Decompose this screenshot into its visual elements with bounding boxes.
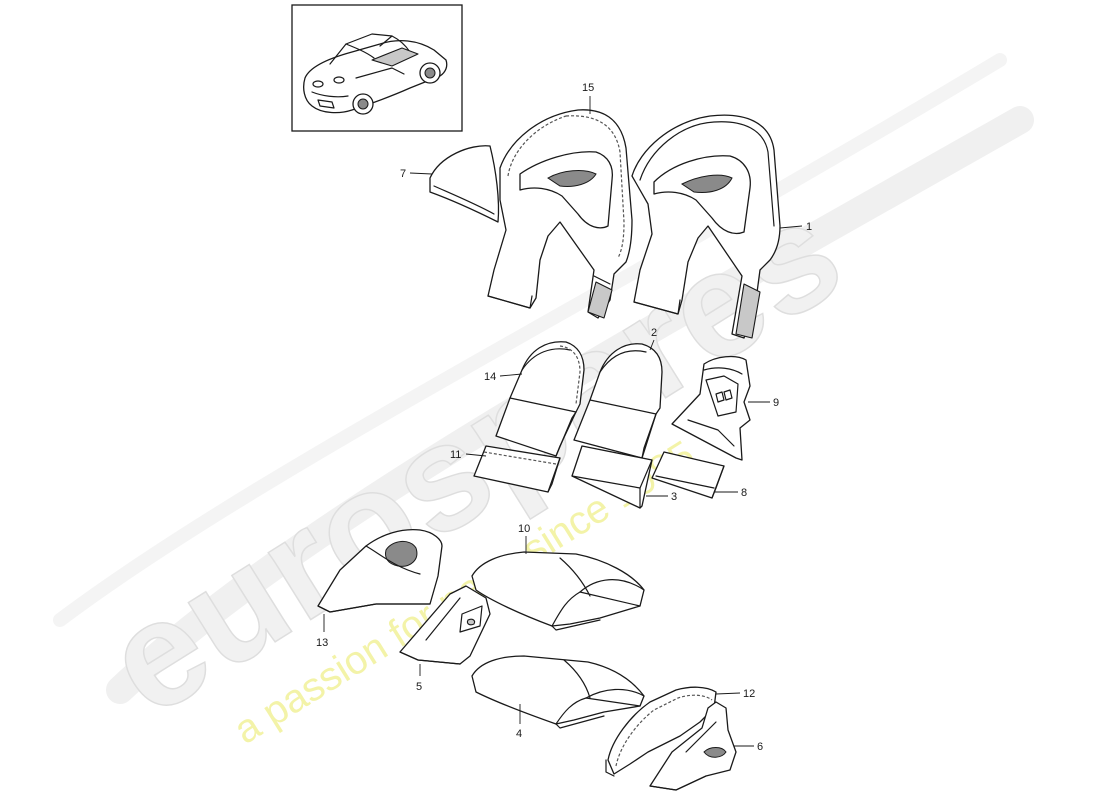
callout-6: 6: [757, 741, 763, 753]
part-14-backrest-cushion: [495, 341, 585, 457]
callout-8: 8: [741, 487, 747, 499]
callout-9: 9: [773, 397, 779, 409]
part-5-side-trim: [399, 585, 491, 665]
callout-3: 3: [671, 491, 677, 503]
callout-14: 14: [484, 371, 496, 383]
callout-10: 10: [518, 523, 530, 535]
callout-15: 15: [582, 82, 594, 94]
part-2-backrest-cushion: [573, 343, 663, 459]
callout-7: 7: [400, 168, 406, 180]
callout-5: 5: [416, 681, 422, 693]
part-8-pad: [651, 451, 725, 499]
part-7-headrest-pad: [429, 145, 500, 223]
callouts: 15 7 1 2 14 9 11 3 8 10 13 5 4: [316, 82, 812, 753]
car-convertible-icon: [303, 33, 448, 115]
part-13-side-shell: [317, 528, 443, 613]
callout-4: 4: [516, 728, 522, 740]
part-12-side-bolster: [605, 686, 717, 777]
part-3-side-cushion: [571, 445, 653, 509]
callout-12: 12: [743, 688, 755, 700]
callout-2: 2: [651, 327, 657, 339]
callout-11: 11: [450, 449, 461, 461]
callout-13: 13: [316, 637, 328, 649]
part-10-seat-cushion: [471, 551, 645, 631]
part-9-back-panel: [671, 355, 751, 461]
part-6-side-cover: [649, 701, 737, 791]
part-4-seat-base: [471, 655, 645, 729]
part-1-seatback-cover: [631, 114, 781, 339]
callout-1: 1: [806, 221, 812, 233]
part-15-seatback-cover: [487, 109, 633, 319]
vehicle-thumbnail: [291, 4, 463, 132]
